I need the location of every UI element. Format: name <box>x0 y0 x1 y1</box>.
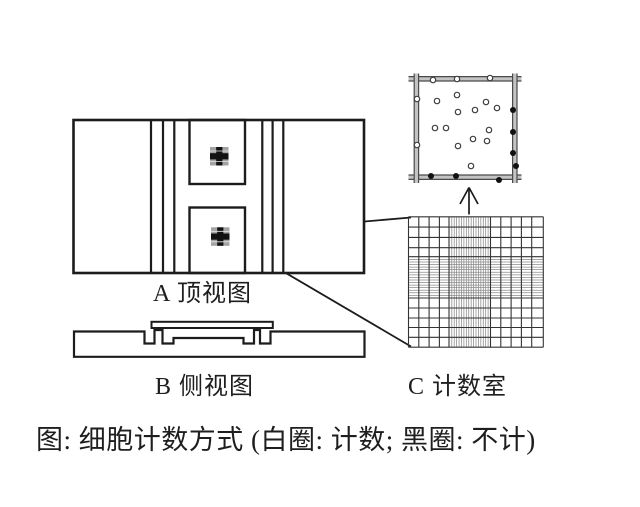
grid-marker-bottom <box>211 227 230 246</box>
lower-chamber-square <box>188 206 247 275</box>
figure-caption: 图: 细胞计数方式 (白圈: 计数; 黑圈: 不计) <box>36 425 536 455</box>
arrow-up-icon <box>459 187 479 215</box>
upper-chamber-square <box>188 118 247 186</box>
slide-body-profile <box>72 328 366 358</box>
counting-grid <box>407 216 544 348</box>
label-counting-chamber: C 计数室 <box>408 374 508 400</box>
coverslip <box>150 320 274 329</box>
grid-marker-top <box>210 147 229 166</box>
label-side-view: B 侧视图 <box>155 374 255 400</box>
side-view-drawing <box>72 320 366 358</box>
top-view-outline <box>72 118 366 275</box>
label-top-view: A 顶视图 <box>153 281 253 307</box>
detail-square-border <box>408 73 522 183</box>
top-view-drawing <box>72 118 366 275</box>
cell-dots <box>413 74 519 183</box>
